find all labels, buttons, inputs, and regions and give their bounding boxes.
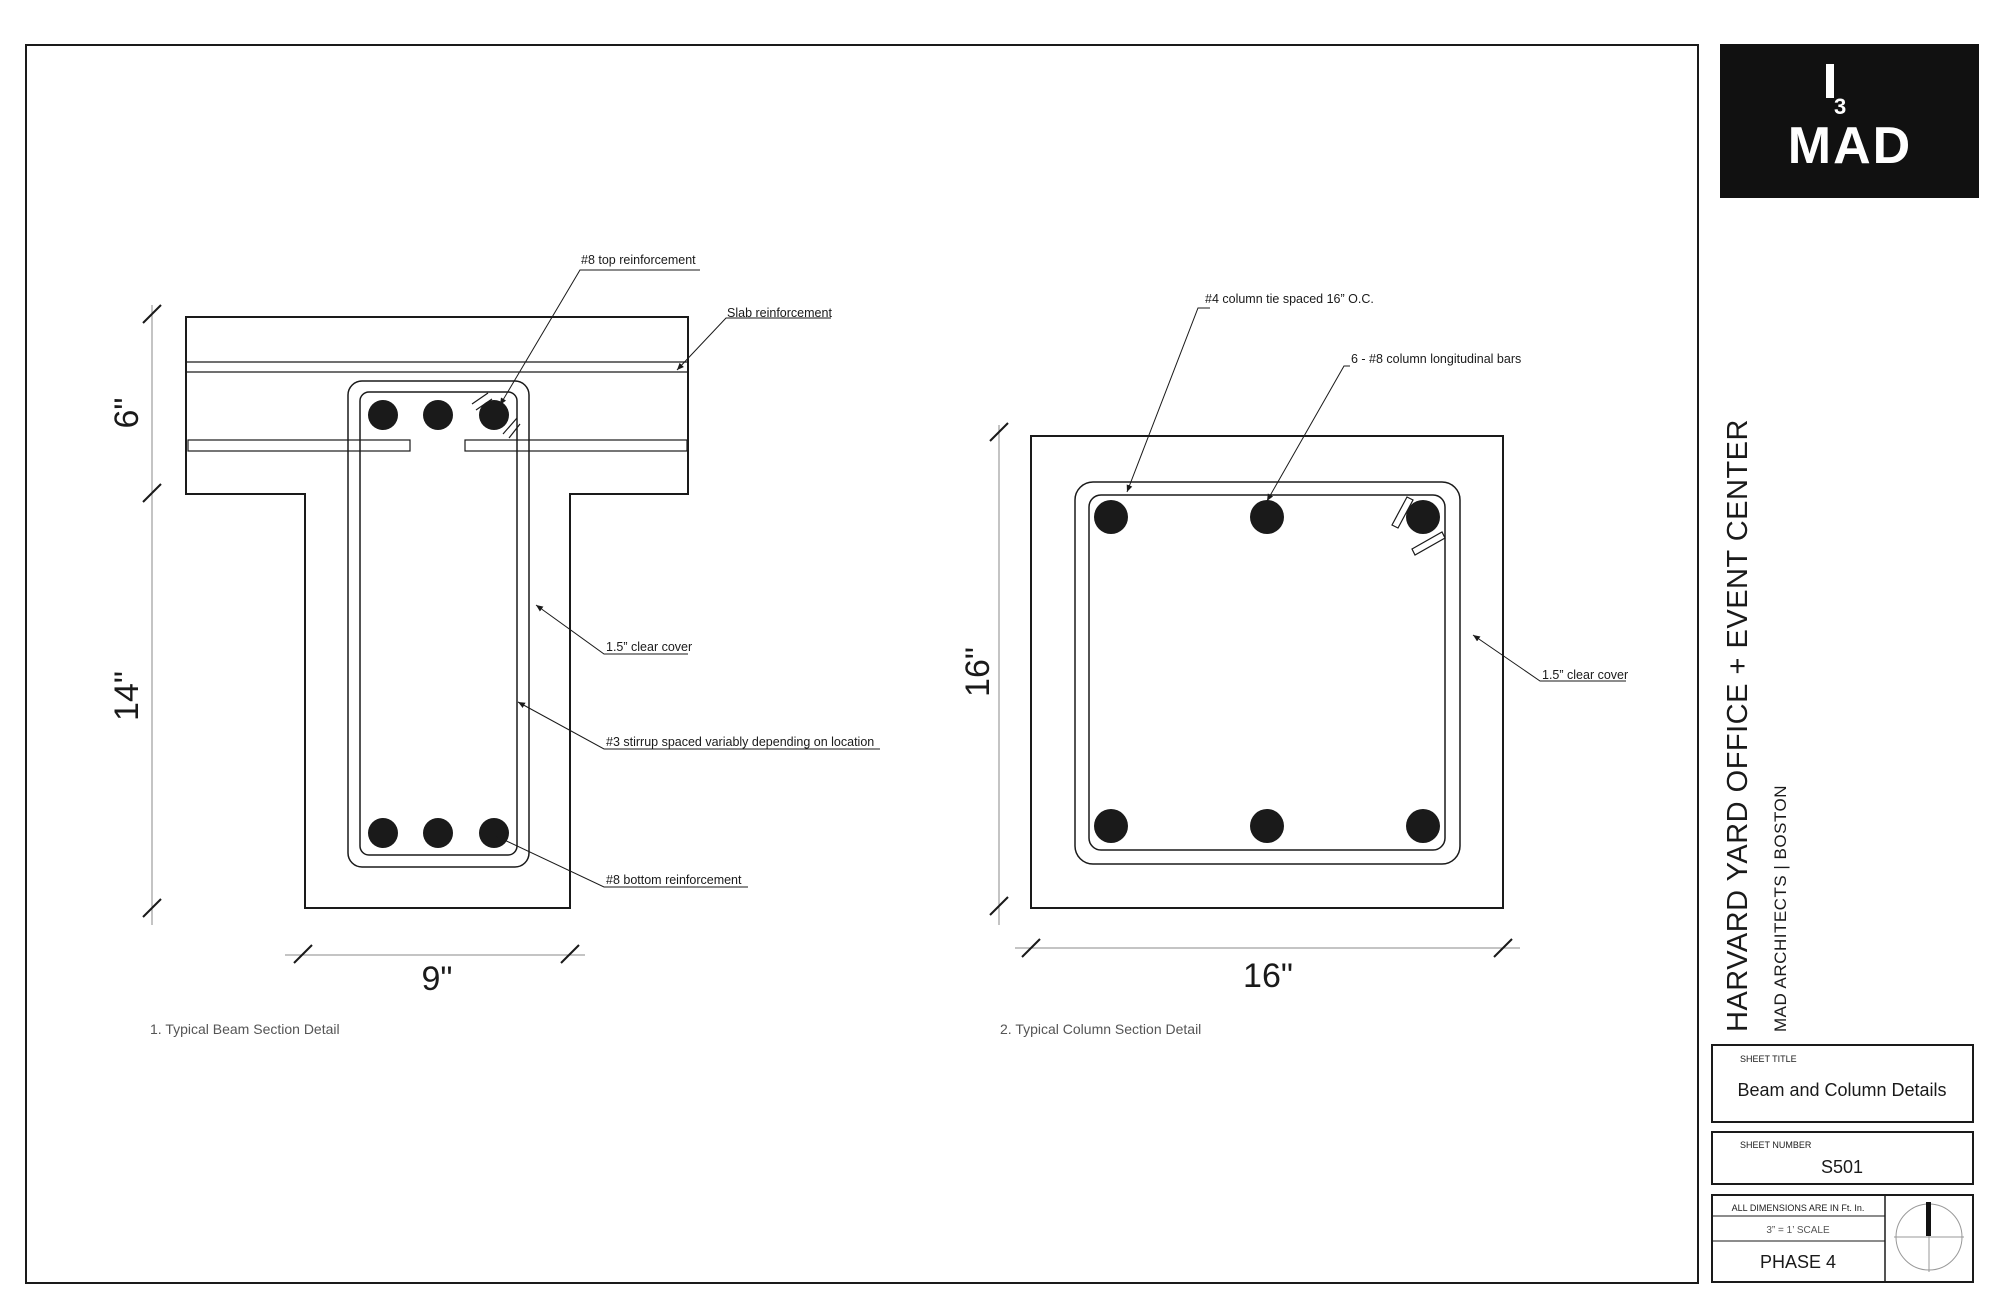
dimensions-note: ALL DIMENSIONS ARE IN Ft. In. [1732,1203,1865,1213]
column-bar [1406,809,1440,843]
project-title: HARVARD YARD OFFICE + EVENT CENTER [1722,419,1754,1032]
column-bars-leader [1266,365,1350,502]
beam-flange-dimension: 6" [108,398,146,429]
column-tie-hook [1391,496,1414,529]
beam-bottom-bar [423,818,453,848]
column-section: 16" 16" #4 column tie spaced 16” O.C. 6 … [959,292,1628,1037]
beam-web-dimension: 14" [108,671,146,721]
sheet-number-label: SHEET NUMBER [1740,1140,1812,1150]
beam-bottom-bar [368,818,398,848]
column-cover-note: 1.5” clear cover [1542,668,1628,682]
column-bar [1094,500,1128,534]
beam-stirrup-leader [517,701,880,750]
column-width-dimension: 16" [1243,957,1293,995]
column-bar [1250,500,1284,534]
beam-top-bar [479,400,509,430]
logo-superscript: 3 [1834,94,1846,119]
column-bar [1094,809,1128,843]
beam-top-note: #8 top reinforcement [581,253,696,267]
column-tie-leader [1126,307,1210,493]
column-bar [1406,500,1440,534]
beam-outline [185,316,689,909]
sheet-number: S501 [1821,1157,1863,1177]
logo-text: MAD [1788,117,1912,175]
beam-section: 6" 14" 9" #8 top reinforcement Slab rein… [108,253,880,1037]
beam-stirrup-inner [359,391,518,856]
column-tie-hook [1411,531,1446,556]
phase-label: PHASE 4 [1760,1252,1836,1272]
beam-cover-note: 1.5” clear cover [606,640,692,654]
drawing-border [25,44,1699,1284]
sheet-number-box [1711,1131,1974,1185]
sheet-title: Beam and Column Details [1737,1080,1946,1100]
beam-stirrup-note: #3 stirrup spaced variably depending on … [606,735,874,749]
beam-bottom-bar [479,818,509,848]
beam-width-dimension: 9" [422,960,453,998]
beam-top-bar [368,400,398,430]
firm-logo [1720,44,1979,198]
firm-name: MAD ARCHITECTS | BOSTON [1771,785,1790,1032]
sheet-title-box [1711,1044,1974,1123]
beam-top-bar [423,400,453,430]
column-tie-outer [1074,481,1461,865]
beam-slab-leader [676,317,831,371]
column-cover-leader [1472,634,1626,682]
beam-top-leader [499,269,700,406]
slab-bar-left [187,439,411,452]
column-tie-note: #4 column tie spaced 16” O.C. [1205,292,1374,306]
slab-bar-right [464,439,688,452]
scale-label: 3” = 1’ SCALE [1766,1225,1830,1236]
column-caption: 2. Typical Column Section Detail [1000,1021,1201,1037]
north-arrow-icon [1894,1202,1964,1272]
beam-bottom-leader [495,835,748,888]
column-bars-note: 6 - #8 column longitudinal bars [1351,352,1521,366]
column-height-dimension: 16" [959,647,997,697]
title-block: 3 MAD HARVARD YARD OFFICE + EVENT CENTER… [1711,44,1979,1283]
beam-slab-note: Slab reinforcement [727,306,832,320]
beam-cover-leader [535,604,688,655]
sheet-title-label: SHEET TITLE [1740,1054,1797,1064]
column-bar [1250,809,1284,843]
beam-caption: 1. Typical Beam Section Detail [150,1021,340,1037]
beam-bottom-note: #8 bottom reinforcement [606,873,742,887]
beam-stirrup-outer [347,380,530,868]
logo-bar [1826,64,1834,98]
